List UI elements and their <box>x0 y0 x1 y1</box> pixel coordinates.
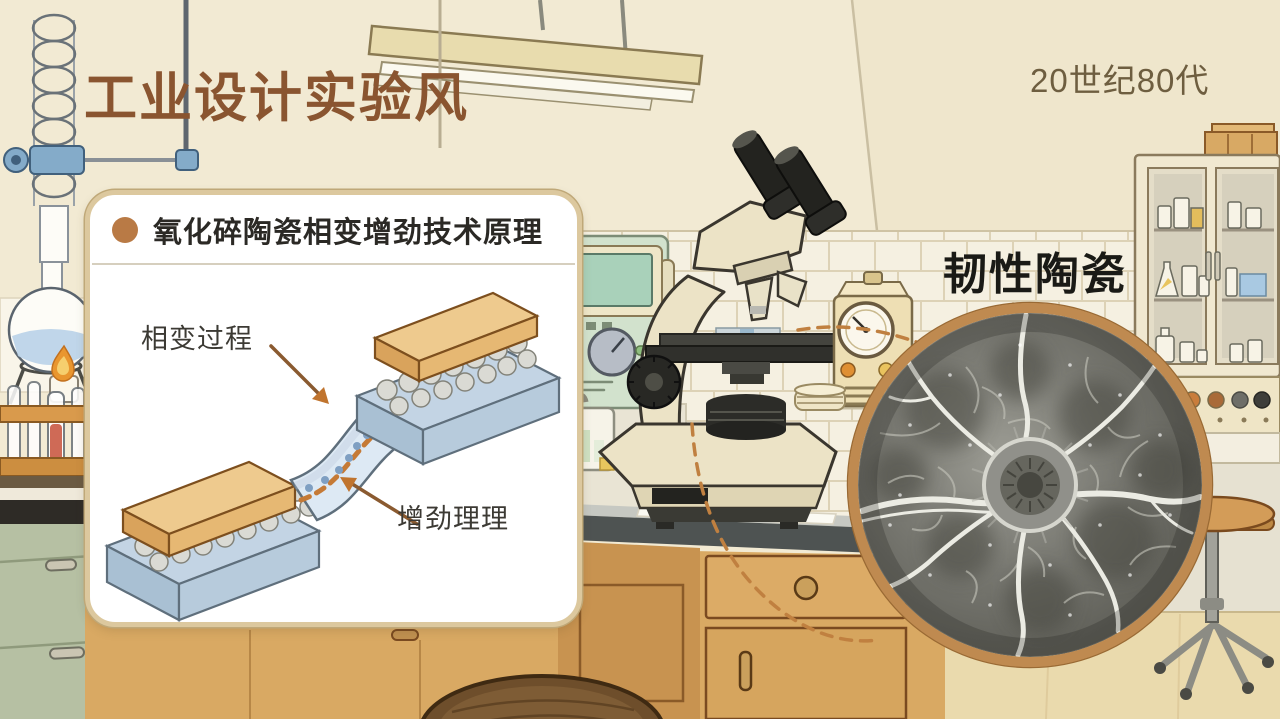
glass-cabinet <box>1133 123 1280 379</box>
micrograph-caption: 韧性陶瓷 <box>943 250 1127 299</box>
phase-change-label: 相变过程 <box>141 324 253 354</box>
specimen-end-upper <box>354 291 562 466</box>
petri-dish-stack <box>794 383 846 411</box>
eyepieces <box>732 130 805 220</box>
specimen-end-lower <box>104 460 322 622</box>
page-title: 工业设计实验风 <box>84 69 469 128</box>
annotation-arrows <box>269 344 419 526</box>
wooden-stool <box>421 674 663 719</box>
drawer-knob <box>793 575 819 601</box>
era-label: 20世纪80代 <box>1030 62 1210 99</box>
card-header: 氧化碎陶瓷相变增劲技术原理 <box>90 195 577 261</box>
principle-card: 氧化碎陶瓷相变增劲技术原理 相变过程 增劲理理 <box>85 190 582 627</box>
ceiling-light <box>367 0 704 111</box>
tensile-specimen-illustration <box>104 291 562 622</box>
lab-bench <box>85 503 945 719</box>
specimen-diagram: 相变过程 增劲理理 <box>90 265 577 627</box>
dashed-leader-lines <box>690 325 948 643</box>
card-title: 氧化碎陶瓷相变增劲技术原理 <box>153 217 544 249</box>
micrograph-circle <box>846 301 1214 669</box>
test-tube-rack <box>0 381 93 488</box>
analyzer-screen <box>575 253 653 307</box>
distillation-apparatus <box>3 0 442 405</box>
green-cabinet <box>0 488 93 719</box>
toughening-label: 增劲理理 <box>397 504 509 534</box>
crack-nodule <box>971 426 1089 544</box>
card-divider <box>92 263 575 265</box>
circle-bullet-icon <box>112 217 138 243</box>
microscope <box>597 130 847 529</box>
